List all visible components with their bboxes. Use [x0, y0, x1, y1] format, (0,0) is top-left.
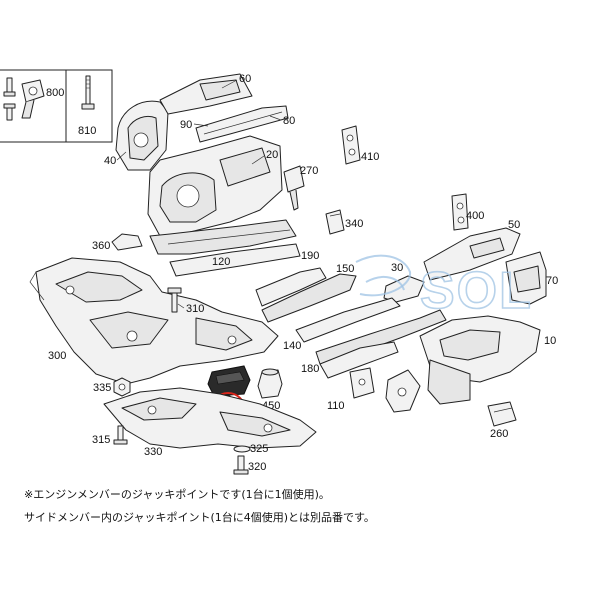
label-320: 320 — [248, 461, 266, 473]
label-325: 325 — [250, 443, 268, 455]
label-90: 90 — [180, 119, 192, 131]
inner-fender-assembly — [115, 73, 297, 255]
watermark-text: SOL — [420, 262, 533, 320]
label-315: 315 — [92, 434, 110, 446]
rail-120 — [169, 243, 301, 277]
watermark-logo: SOL — [355, 254, 533, 321]
label-150: 150 — [336, 263, 354, 275]
stud-310 — [167, 287, 182, 313]
inset-box: 800 810 — [0, 69, 113, 143]
label-330: 330 — [144, 446, 162, 458]
bracket-360 — [111, 233, 143, 251]
note-line-1: ※エンジンメンバーのジャッキポイントです(1台に1個使用)。 — [24, 488, 330, 501]
label-190: 190 — [301, 250, 319, 262]
label-70: 70 — [546, 275, 558, 287]
label-20: 20 — [266, 149, 278, 161]
long-bolt-icon — [81, 75, 95, 110]
label-335: 335 — [93, 382, 111, 394]
note-line-2: サイドメンバー内のジャッキポイント(1台に4個使用)とは別品番です。 — [24, 511, 375, 524]
rail-190 — [255, 267, 327, 307]
engine-member-300 — [29, 257, 279, 385]
label-800: 800 — [46, 87, 64, 99]
bracket-410 — [341, 125, 361, 165]
label-300: 300 — [48, 350, 66, 362]
rail-180 — [319, 341, 399, 379]
label-40: 40 — [104, 155, 116, 167]
rubber-mount-450 — [257, 368, 283, 399]
lower-crossmember-330 — [103, 387, 317, 449]
clip-nut-icon — [21, 79, 45, 119]
label-80: 80 — [283, 115, 295, 127]
label-410: 410 — [361, 151, 379, 163]
label-310: 310 — [186, 303, 204, 315]
upper-rail-50 — [423, 227, 521, 281]
bracket-270 — [283, 165, 305, 211]
bolt-icon — [3, 77, 16, 121]
bolt-315 — [113, 425, 128, 445]
bracket-260 — [487, 401, 517, 427]
clip-340 — [325, 209, 345, 235]
nut-335 — [113, 377, 131, 397]
rail-140 — [295, 297, 401, 343]
label-120: 120 — [212, 256, 230, 268]
side-member-assembly — [385, 315, 541, 413]
label-270: 270 — [300, 165, 318, 177]
label-10: 10 — [544, 335, 556, 347]
label-810: 810 — [78, 125, 96, 137]
label-110: 110 — [327, 400, 345, 412]
label-30: 30 — [391, 262, 403, 274]
bracket-400 — [451, 193, 469, 231]
washer-325 — [233, 445, 251, 453]
label-400: 400 — [466, 210, 484, 222]
label-50: 50 — [508, 219, 520, 231]
bolt-320 — [233, 455, 249, 475]
bracket-110 — [349, 367, 375, 399]
label-180: 180 — [301, 363, 319, 375]
label-60: 60 — [239, 73, 251, 85]
label-260: 260 — [490, 428, 508, 440]
rail-150 — [261, 273, 357, 323]
rail-70 — [505, 251, 547, 305]
label-340: 340 — [345, 218, 363, 230]
label-360: 360 — [92, 240, 110, 252]
label-140: 140 — [283, 340, 301, 352]
